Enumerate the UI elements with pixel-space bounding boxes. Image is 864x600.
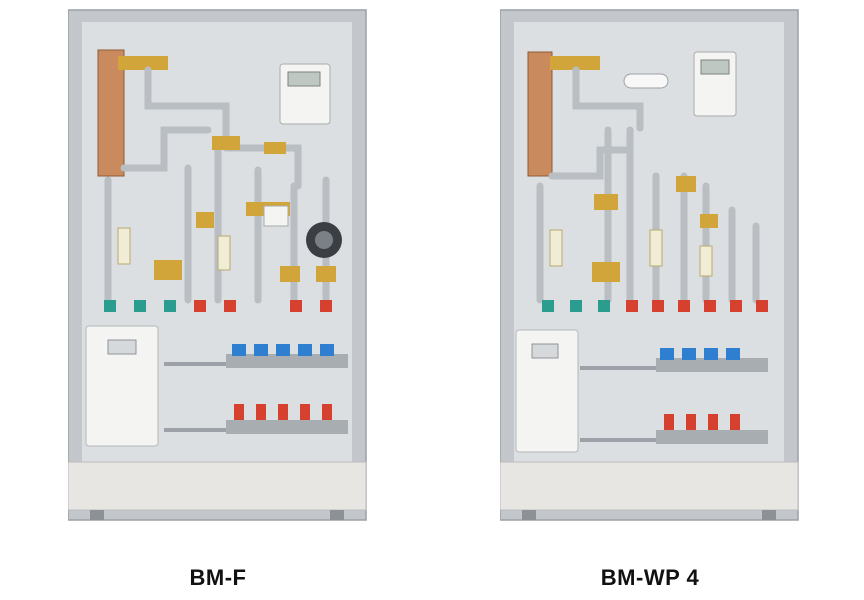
manifold-bracket <box>164 428 226 432</box>
mounting-foot-left <box>90 510 104 520</box>
return-manifold-flow-meters <box>664 414 740 430</box>
bm-f-cabinet-illustration <box>68 9 367 521</box>
bm-wp-4-cabinet-illustration <box>500 9 799 521</box>
flow-meter <box>549 229 563 267</box>
heater-display <box>531 343 559 359</box>
mounting-foot-right <box>762 510 776 520</box>
cabinet-bottom-cover <box>500 461 799 511</box>
mounting-foot-right <box>330 510 344 520</box>
supply-manifold <box>656 358 768 372</box>
controller-display <box>287 71 321 87</box>
flow-meter <box>217 235 231 271</box>
mounting-foot-left <box>522 510 536 520</box>
supply-manifold-caps <box>660 348 740 360</box>
plate-heat-exchanger <box>527 51 553 177</box>
manifold-bracket <box>580 366 656 370</box>
supply-manifold <box>226 354 348 368</box>
flow-meter <box>117 227 131 265</box>
return-manifold <box>656 430 768 444</box>
brass-connector <box>550 56 600 70</box>
manifold-bracket <box>580 438 656 442</box>
actuator <box>263 205 289 227</box>
brass-connector <box>118 56 168 70</box>
ball-valve-row <box>542 300 768 312</box>
flow-meter <box>649 229 663 267</box>
flow-meter <box>699 245 713 277</box>
brass-fittings <box>592 176 718 282</box>
cable-slot <box>623 73 669 89</box>
instant-water-heater <box>515 329 579 453</box>
cabinet-bottom-cover <box>68 461 367 511</box>
bm-f-station-photo <box>68 0 368 530</box>
product-label-bm-f: BM-F <box>189 565 247 590</box>
controller-display <box>700 59 730 75</box>
instant-water-heater <box>85 325 159 447</box>
heater-display <box>107 339 137 355</box>
plate-heat-exchanger <box>97 49 125 177</box>
return-manifold-flow-meters <box>234 404 332 420</box>
product-label-bm-wp-4: BM-WP 4 <box>600 565 700 590</box>
pump-head <box>315 231 333 249</box>
ball-valve-row <box>104 300 332 312</box>
bm-wp-4-station-photo <box>500 0 800 530</box>
supply-manifold-caps <box>232 344 334 356</box>
manifold-bracket <box>164 362 226 366</box>
return-manifold <box>226 420 348 434</box>
